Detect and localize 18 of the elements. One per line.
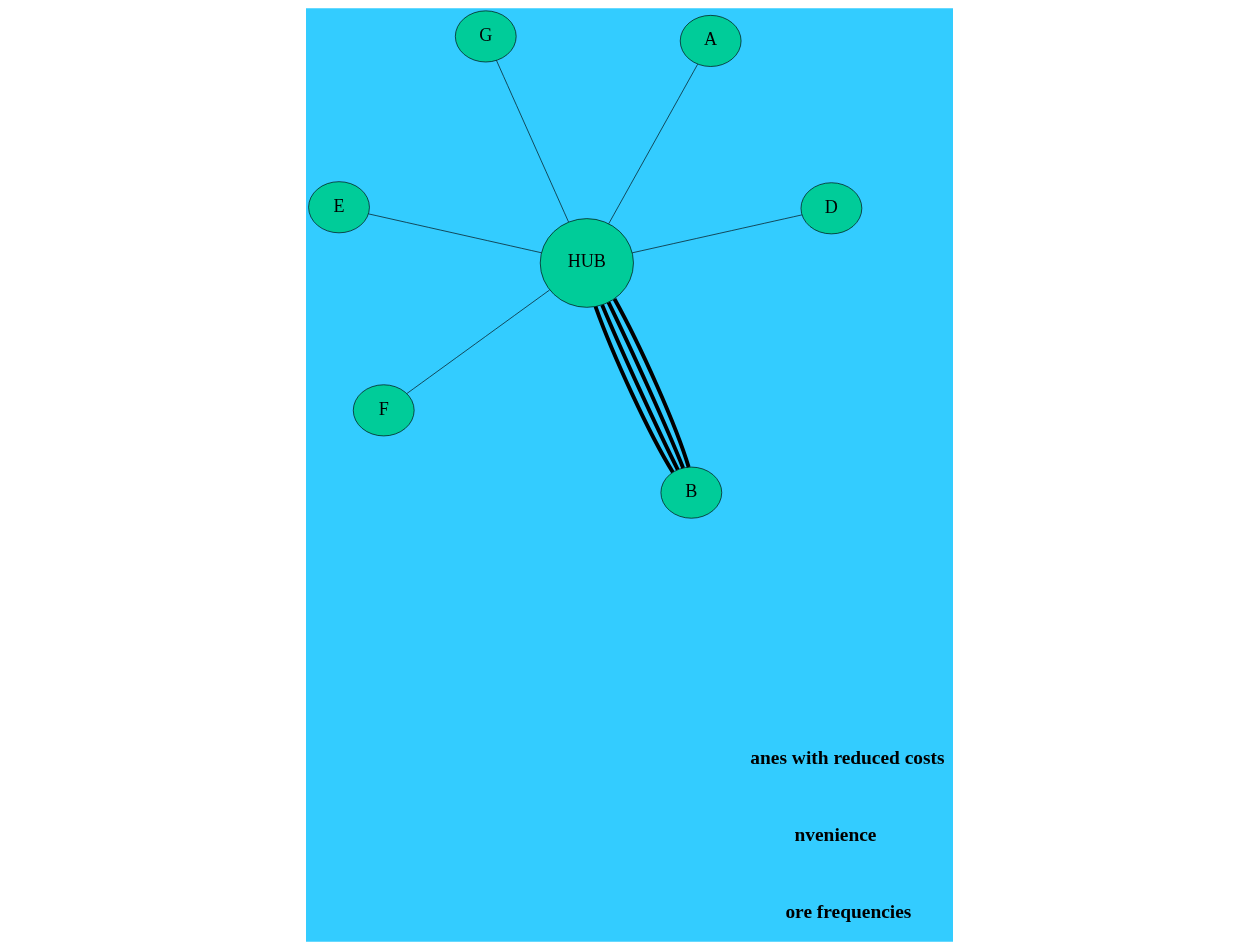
node-ellipse: D — [800, 182, 863, 235]
connector — [606, 301, 685, 469]
node-circle: HUB — [539, 218, 634, 308]
node-ellipse: F — [352, 384, 415, 437]
label: ore frequencies — [785, 900, 912, 922]
connector — [600, 304, 680, 471]
connector — [608, 63, 698, 225]
label: anes with reduced costs — [750, 746, 945, 768]
node-ellipse: B — [660, 466, 723, 519]
connector — [612, 298, 691, 468]
connector — [593, 306, 675, 474]
node-ellipse: A — [679, 15, 742, 67]
connector — [406, 289, 550, 394]
connector — [368, 213, 542, 254]
node-ellipse: G — [455, 10, 517, 63]
label: nvenience — [794, 823, 877, 845]
node-ellipse: E — [308, 181, 370, 234]
connector — [496, 60, 569, 223]
